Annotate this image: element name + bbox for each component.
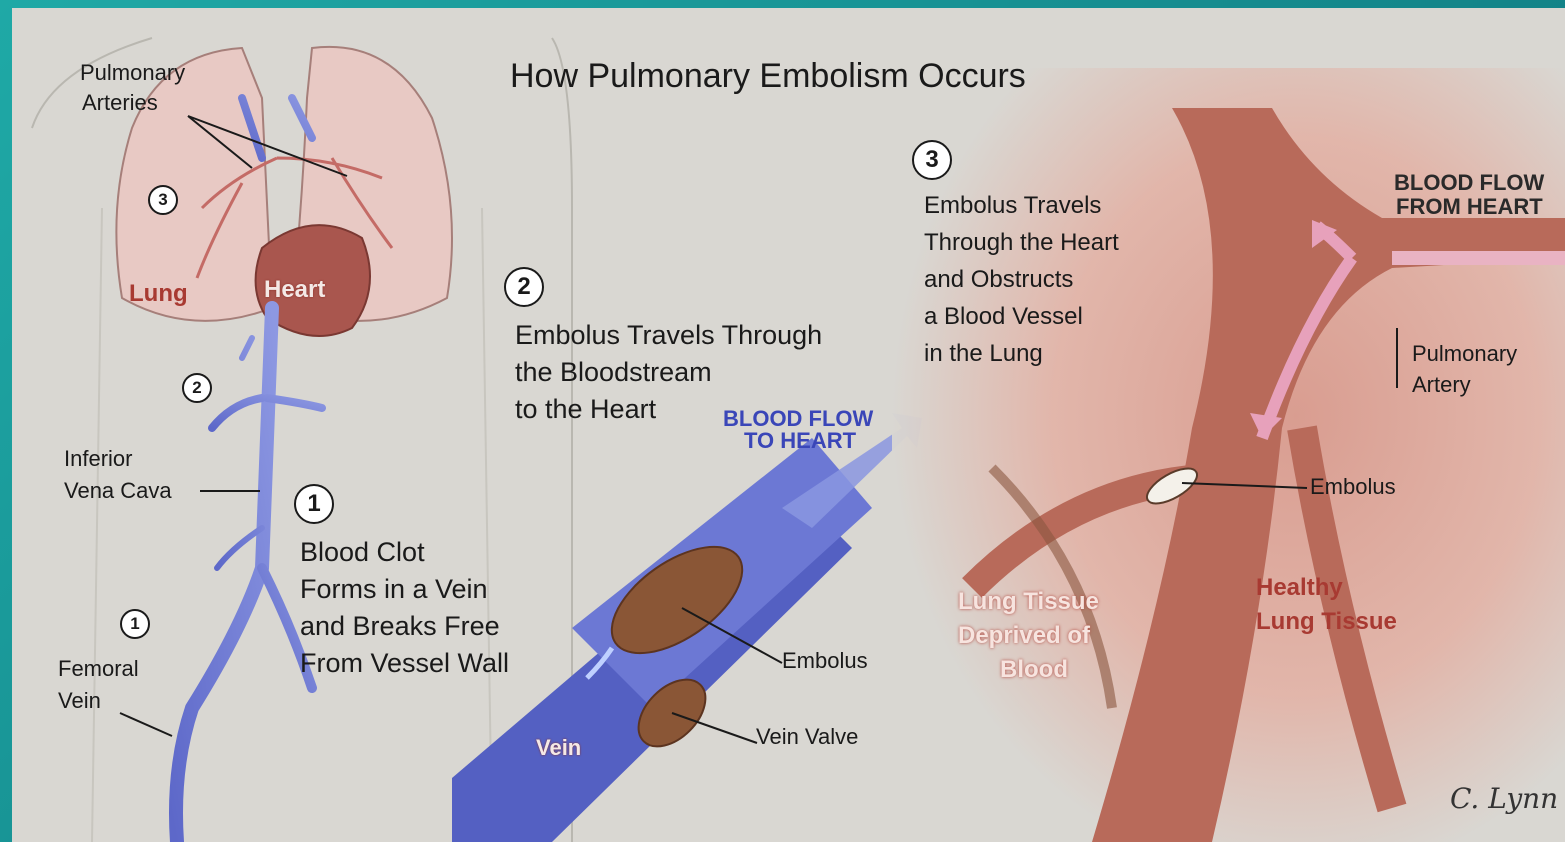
- label-lung: Lung: [129, 280, 188, 308]
- label-heart: Heart: [264, 276, 325, 304]
- label-deprived-3: Blood: [1000, 656, 1068, 684]
- step-3-line-3: and Obstructs: [924, 266, 1073, 294]
- label-blood-flow-from-heart-2: FROM HEART: [1396, 194, 1543, 220]
- step-3-line-1: Embolus Travels: [924, 192, 1101, 220]
- label-embolus-middle: Embolus: [782, 648, 868, 674]
- label-vein: Vein: [536, 735, 581, 761]
- label-ivc-2: Vena Cava: [64, 478, 172, 504]
- vein-tube: [452, 413, 922, 842]
- step-2-line-3: to the Heart: [515, 394, 656, 426]
- label-embolus-right: Embolus: [1310, 474, 1396, 500]
- label-pulmonary-arteries-2: Arteries: [82, 90, 158, 116]
- label-vein-valve: Vein Valve: [756, 724, 858, 750]
- step-2-line-2: the Bloodstream: [515, 357, 712, 389]
- step-3-line-5: in the Lung: [924, 340, 1043, 368]
- step-3-line-4: a Blood Vessel: [924, 303, 1083, 331]
- step-1-number: 1: [294, 484, 334, 524]
- step-1-line-1: Blood Clot: [300, 537, 425, 569]
- step-1-line-4: From Vessel Wall: [300, 648, 509, 680]
- marker-small-2: 2: [182, 373, 212, 403]
- step-1-line-3: and Breaks Free: [300, 611, 500, 643]
- label-deprived-2: Deprived of: [958, 622, 1090, 650]
- label-pulmonary-arteries-1: Pulmonary: [80, 60, 185, 86]
- step-2-number: 2: [504, 267, 544, 307]
- marker-small-1: 1: [120, 609, 150, 639]
- artist-signature: C. Lynn: [1450, 782, 1558, 815]
- label-ivc-1: Inferior: [64, 446, 132, 472]
- label-pulmonary-artery-1: Pulmonary: [1412, 341, 1517, 367]
- illustration-canvas: How Pulmonary Embolism Occurs Pulmonary …: [12, 8, 1565, 842]
- label-healthy-2: Lung Tissue: [1256, 608, 1397, 636]
- label-healthy-1: Healthy: [1256, 574, 1343, 602]
- diagram-title: How Pulmonary Embolism Occurs: [510, 56, 1026, 96]
- step-1-line-2: Forms in a Vein: [300, 574, 488, 606]
- label-deprived-1: Lung Tissue: [958, 588, 1099, 616]
- label-blood-flow-to-heart-2: TO HEART: [744, 428, 856, 454]
- label-femoral-1: Femoral: [58, 656, 139, 682]
- label-femoral-2: Vein: [58, 688, 101, 714]
- marker-small-3: 3: [148, 185, 178, 215]
- label-blood-flow-from-heart-1: BLOOD FLOW: [1394, 170, 1544, 196]
- step-3-line-2: Through the Heart: [924, 229, 1119, 257]
- step-3-number: 3: [912, 140, 952, 180]
- step-2-line-1: Embolus Travels Through: [515, 320, 822, 352]
- label-pulmonary-artery-2: Artery: [1412, 372, 1471, 398]
